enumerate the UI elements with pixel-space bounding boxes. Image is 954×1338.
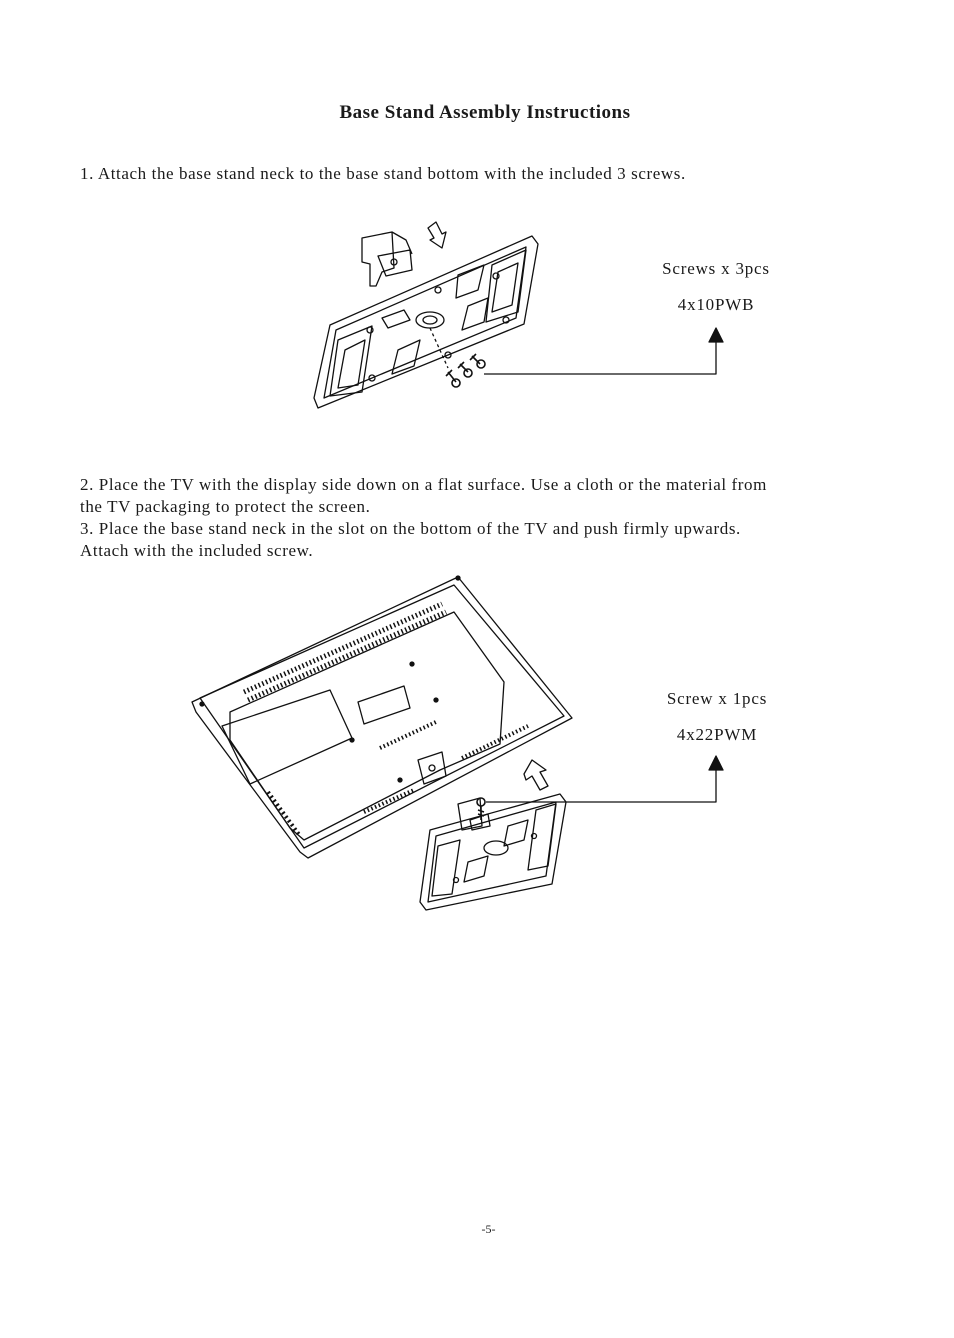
step-3-line-1: 3. Place the base stand neck in the slot…: [80, 519, 741, 538]
figure-1-base-stand-drawing: [313, 221, 724, 409]
figure-2-screw-spec: 4x22PWM: [676, 725, 758, 744]
steps-2-3-block: 2. Place the TV with the display side do…: [80, 474, 880, 562]
step-3-line-2: Attach with the included screw.: [80, 541, 314, 560]
figure-2-tv-and-stand-drawing: [191, 575, 724, 911]
figure-2-screw-count: Screw x 1pcs: [666, 689, 768, 708]
page-number: -5-: [481, 1222, 496, 1236]
figure-1-screw-spec: 4x10PWB: [677, 295, 755, 314]
step-2-line-1: 2. Place the TV with the display side do…: [80, 475, 767, 494]
figure-1-screw-count: Screws x 3pcs: [662, 259, 770, 278]
step-2-line-2: the TV packaging to protect the screen.: [80, 497, 371, 516]
page-title: Base Stand Assembly Instructions: [339, 102, 631, 123]
step-1-text: 1. Attach the base stand neck to the bas…: [80, 164, 686, 183]
